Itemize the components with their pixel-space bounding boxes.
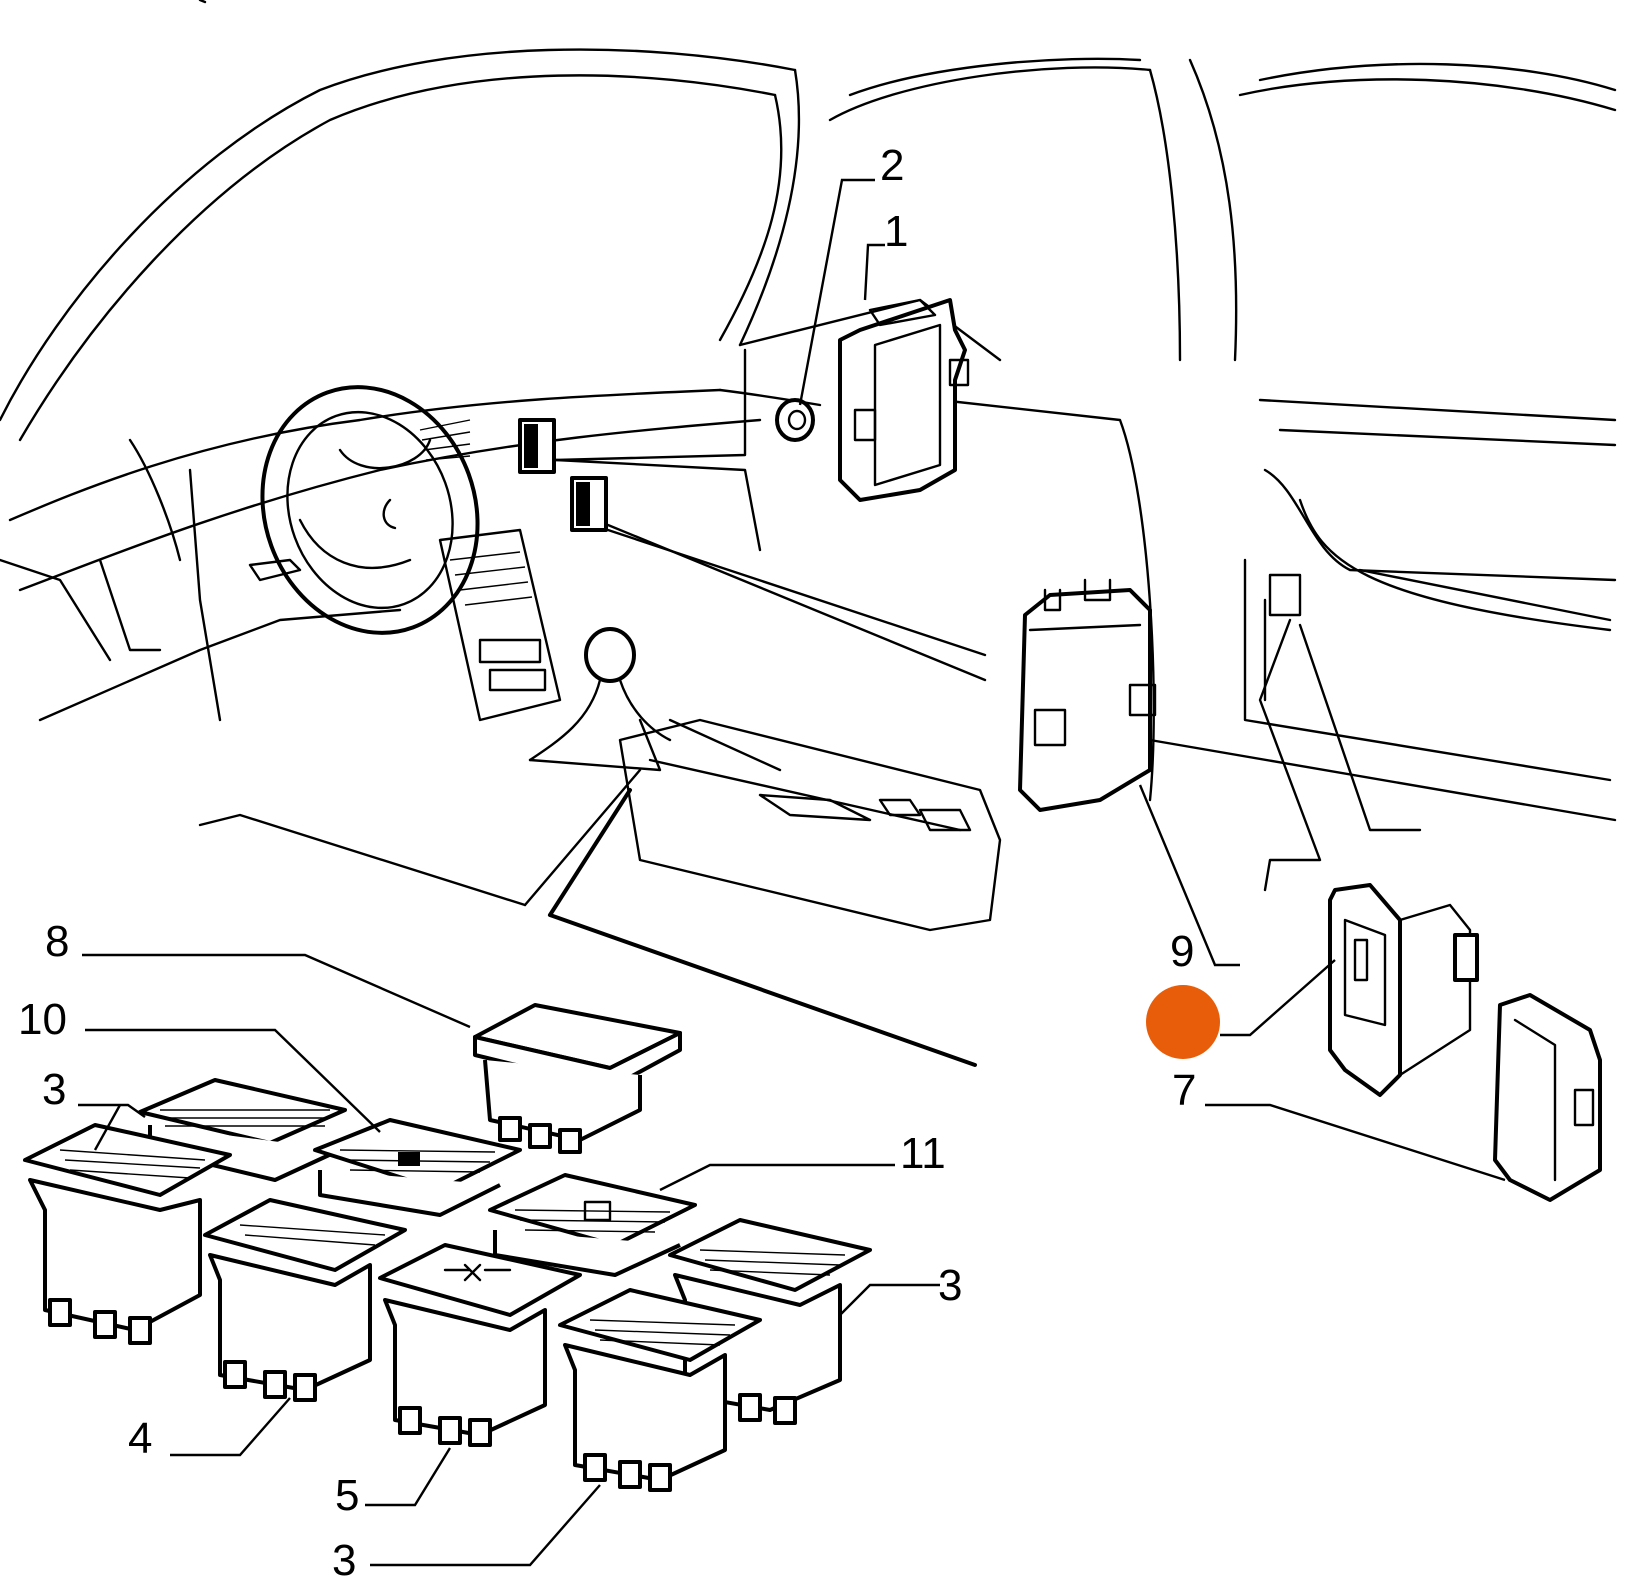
switch-8 [473,1003,682,1154]
callout-labels: 1 2 3 3 3 4 5 7 8 9 10 11 [18,141,1196,1579]
callout-3-right: 3 [938,1261,962,1310]
callout-3-bottom: 3 [332,1536,356,1579]
control-unit-9 [1018,578,1157,812]
callout-11: 11 [900,1129,946,1178]
callout-1: 1 [884,207,908,256]
callout-5: 5 [335,1471,359,1520]
callout-3-upper-left: 3 [42,1065,66,1114]
callout-9: 9 [1170,927,1194,976]
callout-2: 2 [880,141,904,190]
callout-10: 10 [18,995,67,1044]
car-interior-illustration [0,0,1617,1067]
control-unit-1 [838,298,970,502]
nut-2 [775,398,815,442]
callout-8: 8 [45,917,69,966]
orange-marker-dot [1146,985,1220,1059]
switch-7 [1328,883,1479,1097]
callout-7: 7 [1172,1066,1196,1115]
switch-cover [1493,993,1602,1202]
callout-4: 4 [128,1414,152,1463]
switch-bank [23,1078,872,1492]
leader-lines [78,178,1506,1567]
